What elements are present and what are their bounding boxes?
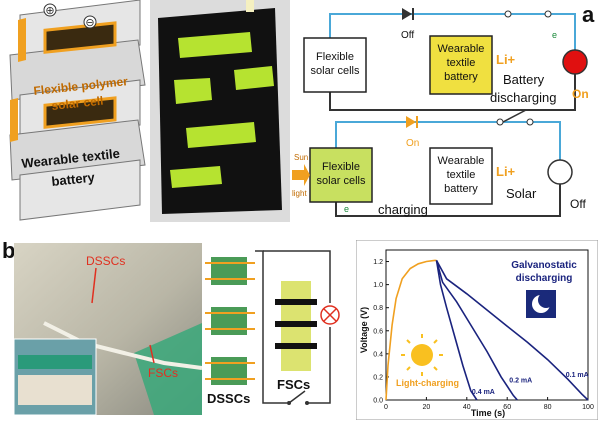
- charging-mode-line2: charging: [378, 202, 428, 217]
- panel-a-letter: a: [582, 2, 595, 27]
- current-label-0p1: 0.1 mA: [566, 372, 589, 379]
- electron-label: e: [552, 30, 557, 40]
- schematic-fsc-label: FSCs: [277, 377, 310, 392]
- led-icon: [402, 8, 412, 20]
- battery-label-line3: battery: [444, 71, 478, 83]
- moon-icon: [526, 290, 556, 318]
- solar-cells-label-line1: Flexible: [316, 51, 354, 63]
- negative-terminal-sign: ⊖: [85, 17, 94, 29]
- circuit-diagrams: Flexible solar cells Wearable textile ba…: [292, 8, 589, 217]
- lithium-ion-label: Li+: [496, 52, 516, 67]
- discharge-label-line2: discharging: [516, 273, 573, 284]
- x-tick-label: 60: [503, 404, 511, 411]
- solar-cells-label-line1-charging: Flexible: [322, 161, 360, 173]
- battery-cutaway-illustration: ⊕ ⊖ Flexible polymer solar cell Wearable…: [0, 0, 150, 222]
- led-state-label: Off: [401, 30, 414, 41]
- photo-fsc-label: FSCs: [148, 366, 178, 380]
- y-tick-label: 0.8: [373, 305, 383, 312]
- fsc-stack: [275, 281, 317, 371]
- charging-mode-line1: Solar: [506, 186, 537, 201]
- voltage-time-chart: 0 20 40 60 80 100 0.0 0.2 0.4 0.6 0.8 1.0 1.2 Voltag…: [356, 240, 598, 420]
- lamp-state-label-charging: Off: [570, 197, 586, 211]
- y-tick-label: 1.2: [373, 259, 383, 266]
- light-charging-label: Light-charging: [396, 378, 459, 388]
- mode-label-line1: Battery: [503, 72, 545, 87]
- fabric-photo: DSSCs FSCs: [14, 243, 202, 415]
- battery-label-line1: Wearable: [438, 43, 485, 55]
- battery-box-charging: [429, 147, 493, 205]
- sunlight-arrow-icon: [292, 164, 310, 186]
- sun-icon: [401, 334, 443, 376]
- battery-box: [429, 35, 493, 95]
- series-line-2: [435, 260, 518, 401]
- x-axis-label: Time (s): [471, 408, 505, 418]
- x-tick-label: 80: [544, 404, 552, 411]
- x-tick-label: 100: [582, 404, 594, 411]
- textile-battery-label-line2: battery: [51, 169, 96, 189]
- lamp-off-icon: [547, 159, 573, 185]
- y-tick-label: 0.2: [373, 374, 383, 381]
- polymer-cell-label-line2: solar cell: [51, 94, 104, 113]
- lamp-on-icon: [562, 49, 588, 75]
- y-tick-label: 0.4: [373, 351, 383, 358]
- mode-label-line2: discharging: [490, 90, 557, 105]
- chart-lines: [385, 259, 589, 401]
- panel-b-letter: b: [2, 238, 16, 263]
- solar-cells-label-line2-charging: solar cells: [317, 175, 366, 187]
- series-line-0: [385, 259, 437, 401]
- led-on-icon: [406, 116, 416, 128]
- dssc-fsc-schematic: DSSCs FSCs: [205, 243, 353, 415]
- textile-photo: [150, 0, 290, 222]
- electron-label-charging: e: [344, 204, 349, 214]
- x-tick-label: 40: [463, 404, 471, 411]
- positive-terminal-sign: ⊕: [45, 5, 54, 17]
- schematic-dssc-label: DSSCs: [207, 391, 250, 406]
- solar-cells-box: [303, 37, 367, 93]
- battery-label-line2-charging: textile: [447, 169, 476, 181]
- y-tick-label: 0.0: [373, 398, 383, 405]
- battery-label-line2: textile: [447, 57, 476, 69]
- sunlight-label-line2: light: [292, 189, 307, 198]
- battery-label-line1-charging: Wearable: [438, 155, 485, 167]
- y-tick-label: 1.0: [373, 282, 383, 289]
- lithium-ion-label-charging: Li+: [496, 164, 516, 179]
- negative-terminal-icon: [83, 15, 97, 29]
- y-axis-label: Voltage (V): [359, 307, 369, 353]
- solar-cells-box-charging: [309, 147, 373, 203]
- discharge-label-line1: Galvanostatic: [511, 260, 577, 271]
- positive-terminal-icon: [43, 3, 57, 17]
- lamp-state-label: On: [572, 87, 589, 101]
- circuit-charging: Flexible solar cells Wearable textile ba…: [292, 109, 586, 217]
- y-tick-label: 0.6: [373, 328, 383, 335]
- chart-axes: 0 20 40 60 80 100 0.0 0.2 0.4 0.6 0.8 1.0 1.2: [373, 249, 594, 411]
- series-line-3: [435, 260, 589, 401]
- series-line-1: [435, 260, 478, 401]
- battery-label-line3-charging: battery: [444, 183, 478, 195]
- current-label-0p4: 0.4 mA: [472, 389, 495, 396]
- sunlight-label-line1: Sun: [294, 153, 308, 162]
- led-state-label-charging: On: [406, 138, 419, 149]
- x-tick-label: 0: [384, 404, 388, 411]
- photo-dssc-label: DSSCs: [86, 254, 125, 268]
- plot-frame: [385, 249, 589, 401]
- solar-cells-label-line2: solar cells: [311, 65, 360, 77]
- circuit-discharging: Flexible solar cells Wearable textile ba…: [303, 8, 589, 111]
- x-tick-label: 20: [423, 404, 431, 411]
- current-label-0p2: 0.2 mA: [509, 378, 532, 385]
- dssc-array: [205, 257, 255, 385]
